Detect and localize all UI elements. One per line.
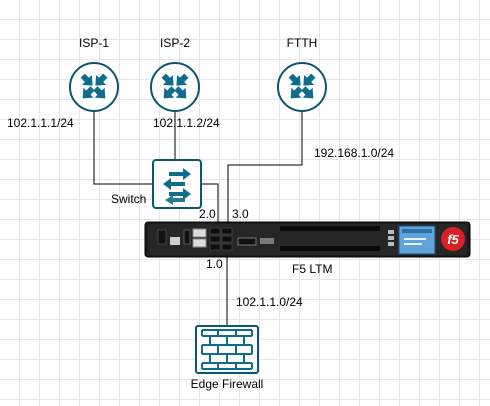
usb-port (183, 229, 191, 245)
router-ftth[interactable] (277, 62, 327, 112)
vent-grille (280, 226, 380, 251)
link-ftth-f5 (227, 112, 303, 223)
isp2-subnet-label: 102.1.1.2/24 (153, 116, 220, 130)
switch-label: Switch (111, 192, 146, 206)
isp1-label: ISP-1 (79, 36, 109, 50)
ftth-label: FTTH (287, 36, 318, 50)
f5-ltm-label: F5 LTM (292, 262, 332, 276)
router-isp1[interactable] (69, 62, 119, 112)
port-label-2-0: 2.0 (199, 207, 216, 221)
port-label-1-0: 1.0 (206, 257, 223, 271)
qsfp-port (237, 237, 257, 246)
firewall-subnet-label: 102.1.1.0/24 (236, 295, 303, 309)
ftth-subnet-label: 192.168.1.0/24 (314, 146, 394, 160)
switch-node[interactable] (152, 159, 202, 209)
router-icon (80, 73, 108, 99)
link-switch-f5 (201, 183, 219, 223)
link-isp1-switch (93, 112, 153, 185)
isp2-label: ISP-2 (160, 36, 190, 50)
router-icon (161, 73, 189, 99)
edge-firewall-label: Edge Firewall (191, 377, 264, 391)
firewall-brick-icon (201, 329, 253, 370)
ethernet-port-a (192, 228, 207, 238)
router-isp2[interactable] (150, 62, 200, 112)
ethernet-port-b (192, 238, 207, 248)
console-port (170, 237, 180, 245)
sfp-port-group (209, 227, 233, 251)
f5-badge-text: f5 (447, 232, 459, 247)
edge-firewall-node[interactable] (195, 325, 259, 374)
port-label-3-0: 3.0 (232, 207, 249, 221)
status-led-panel (260, 238, 274, 244)
connection-lines (93, 112, 303, 326)
isp1-subnet-label: 102.1.1.1/24 (7, 116, 74, 130)
router-icon (288, 73, 316, 99)
front-buttons (388, 230, 394, 246)
f5-ltm-appliance[interactable]: f5 (144, 221, 471, 258)
f5-logo-badge: f5 (441, 227, 465, 251)
switch-icon (163, 168, 191, 205)
mgmt-port (157, 229, 167, 245)
